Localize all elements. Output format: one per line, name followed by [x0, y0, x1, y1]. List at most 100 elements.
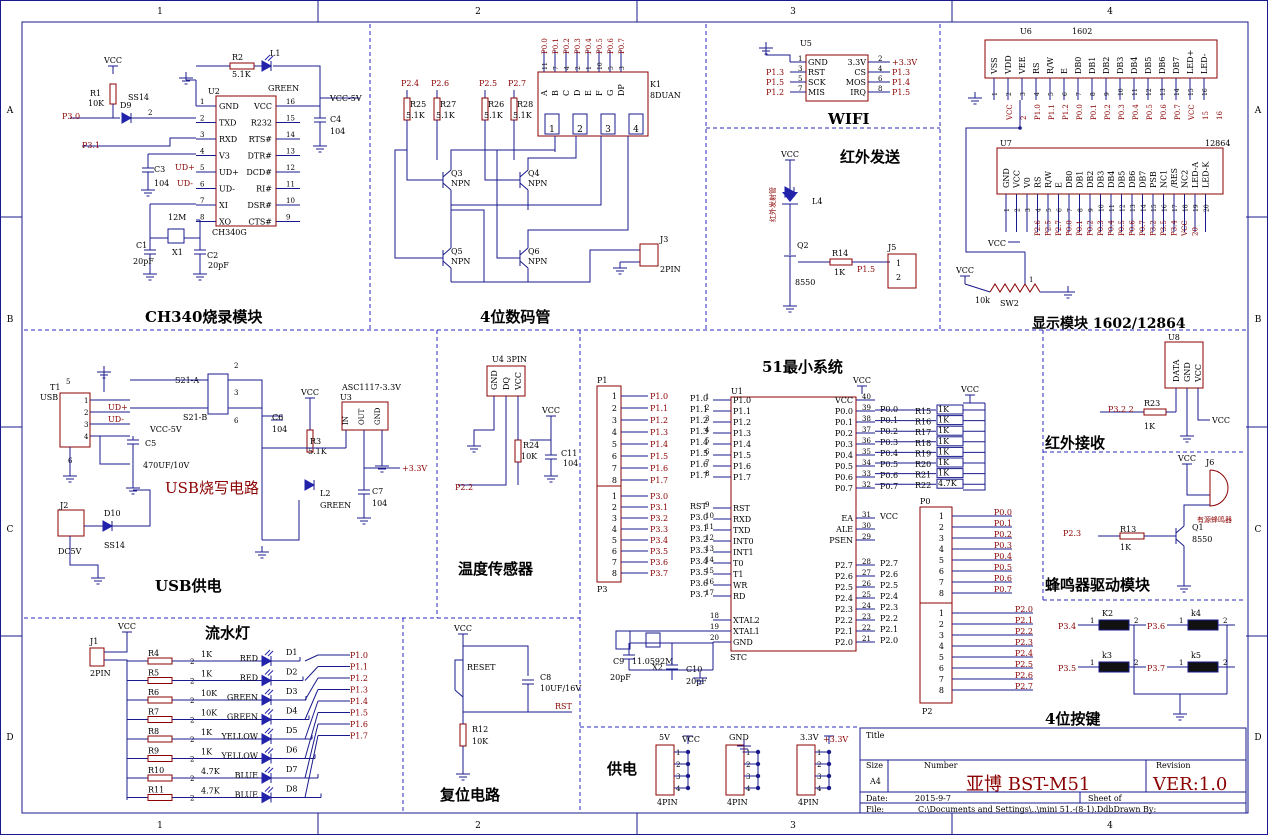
net-label: +3.3V — [823, 735, 848, 744]
resistor-icon — [147, 696, 173, 704]
pin-number: 5 — [1046, 208, 1053, 212]
net-label: P1.5 — [350, 709, 368, 718]
pin-number: 16 — [1162, 204, 1169, 212]
net-label: P2.4 — [401, 79, 419, 88]
pin-name: RXD — [219, 135, 237, 144]
diode-icon — [261, 655, 273, 667]
value-label: 1K — [938, 437, 950, 446]
pin-name: XTAL2 — [733, 616, 760, 625]
pin-name: R/W — [1044, 170, 1053, 188]
header-p2 — [919, 602, 953, 704]
ref-label: P2 — [922, 707, 932, 716]
section-title: 温度传感器 — [458, 560, 534, 578]
diode-icon — [121, 112, 133, 124]
net-label: P1.6 — [350, 720, 368, 729]
wire — [964, 283, 991, 293]
net-label: P2.6 — [1034, 220, 1042, 236]
digit-box — [600, 113, 616, 135]
pin-number: 26 — [862, 580, 871, 588]
pin-number: 3 — [619, 66, 626, 70]
pin-name: RS — [1032, 62, 1041, 74]
net-label: P0.0 — [1076, 104, 1084, 120]
ref-label: C7 — [372, 487, 383, 496]
value-label: 10K — [521, 452, 538, 461]
pin-number: 11 — [1109, 204, 1116, 212]
net-label: P2.2 — [455, 483, 473, 492]
transistor-icon — [442, 260, 452, 269]
net-label: P2.6 — [1015, 671, 1033, 680]
net-label: P0.1 — [994, 519, 1012, 528]
section-title: USB烧写电路 — [165, 479, 259, 497]
pin-number: 16 — [286, 98, 295, 106]
pin-name: DB5 — [1144, 57, 1153, 74]
pin-number: 14 — [286, 131, 295, 139]
net-label: P0.0 — [541, 38, 549, 54]
pin-name: DB3 — [1097, 171, 1106, 188]
pin-number: 1 — [705, 393, 709, 401]
value-label: 4.7K — [938, 479, 958, 488]
pin-number: 28 — [862, 558, 871, 566]
pin-number: 8 — [878, 85, 882, 93]
led-ray-icon — [264, 649, 271, 656]
pin-number: 16 — [1202, 88, 1209, 96]
pin-name: P0.6 — [835, 473, 853, 482]
junction-dot — [1018, 126, 1022, 130]
pin-number: 7 — [612, 558, 617, 567]
pin-number: 10 — [705, 512, 714, 520]
net-label: VCC — [987, 239, 1006, 248]
pin-number: 5 — [798, 75, 802, 83]
header-p1 — [596, 385, 622, 487]
power-header — [796, 744, 816, 796]
net-label: P2.6 — [431, 79, 449, 88]
net-label: P3.7 — [690, 590, 708, 599]
chip-name: 8DUAN — [650, 91, 681, 100]
pin-number: 7 — [939, 578, 944, 587]
pin-number: 37 — [862, 426, 871, 434]
row-label: A — [6, 106, 14, 116]
buzzer-icon — [1209, 469, 1229, 507]
net-label: P1.7 — [350, 732, 368, 741]
pin-name: LED+ — [1186, 50, 1195, 74]
ref-label: D3 — [286, 687, 298, 696]
pin-number: 2 — [148, 109, 152, 117]
pin-number: 4 — [1034, 92, 1041, 96]
diode-icon — [261, 733, 273, 745]
wire — [1183, 504, 1210, 526]
value-label: BLUE — [235, 771, 258, 780]
resistor-icon — [229, 62, 255, 70]
value-label: 5.1K — [484, 111, 504, 120]
pin-number: 8 — [1090, 92, 1097, 96]
net-label: P0.2 — [563, 38, 571, 54]
net-label: P2.2 — [1015, 627, 1033, 636]
file-value: C:\Documents and Settings\..\mini 51.-(8… — [918, 805, 1156, 814]
net-label: P3.4 — [690, 557, 708, 566]
net-label: UD- — [108, 415, 124, 424]
led-ray-icon — [267, 689, 274, 696]
column-label: 4 — [1107, 7, 1113, 17]
net-label: UD+ — [175, 163, 195, 172]
pin-number: 19 — [1193, 204, 1200, 212]
ref-label: R4 — [148, 649, 159, 658]
wire — [304, 677, 319, 701]
value-label: 10K — [201, 689, 218, 698]
segment-label: B — [551, 90, 560, 96]
pin-number: 1 — [676, 749, 680, 757]
transistor-icon — [442, 182, 452, 191]
value-label: 1K — [201, 670, 213, 679]
resistor-icon — [147, 716, 173, 723]
net-label: P3.7 — [650, 569, 668, 578]
resistor-icon — [459, 723, 467, 747]
chip-name: CH340G — [212, 228, 247, 237]
resistor-icon — [147, 794, 173, 801]
net-label: VCC — [879, 512, 898, 521]
section-title: 4位数码管 — [480, 308, 550, 326]
wire — [527, 136, 577, 170]
net-label: P2.3 — [1015, 638, 1033, 647]
value-label: USB — [40, 393, 58, 402]
pin-number: 18 — [710, 612, 719, 620]
pin-number: 6 — [200, 181, 205, 189]
value-label: 5.1K — [232, 70, 252, 79]
pin-number: 19 — [710, 623, 719, 631]
pin-number: 9 — [705, 501, 709, 509]
pin-number: 5 — [612, 440, 617, 449]
